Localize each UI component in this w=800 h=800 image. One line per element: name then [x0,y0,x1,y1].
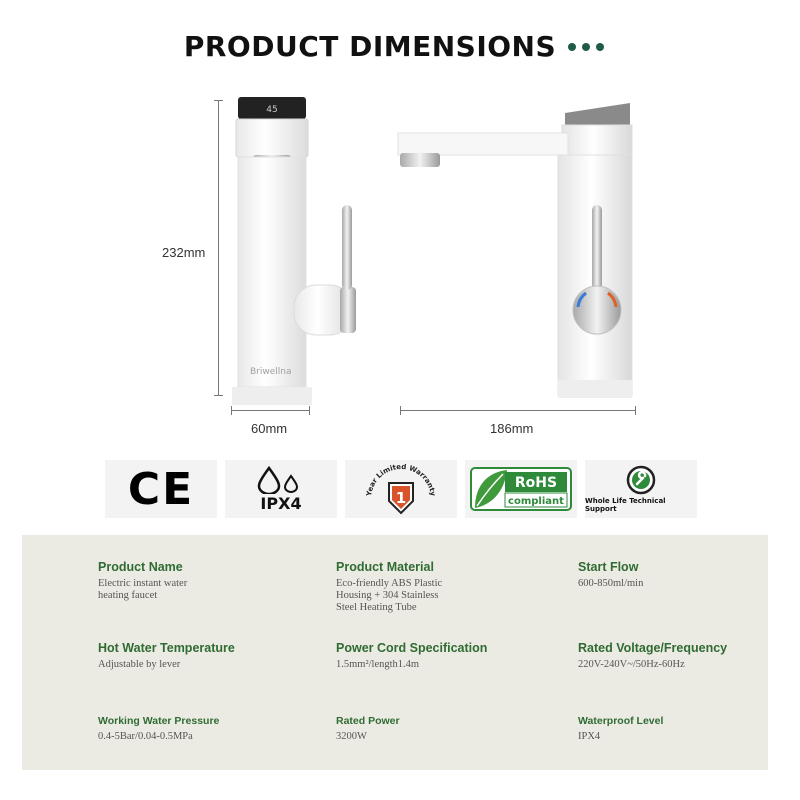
ipx4-label: IPX4 [260,493,302,513]
height-label: 232mm [162,245,206,260]
spec-rated-power: Rated Power 3200W [336,715,400,742]
spec-rated-voltage: Rated Voltage/Frequency 220V-240V~/50Hz-… [578,641,728,670]
display-readout: 45 [266,105,277,115]
spec-product-material: Product Material Eco-friendly ABS Plasti… [336,560,443,613]
front-width-label: 186mm [490,421,534,436]
spec-waterproof-level: Waterproof Level IPX4 [578,715,664,742]
support-badge: Whole Life Technical Support [585,460,697,518]
ce-badge: CE [105,460,217,518]
certification-row: CE IPX4 Year Limited Warranty 1 RoHS com… [105,460,697,518]
wrench-icon [626,465,656,495]
rohs-label: RoHS [515,475,557,491]
spec-power-cord: Power Cord Specification 1.5mm²/length1.… [336,641,488,670]
side-width-label: 60mm [251,421,288,436]
rohs-sub: compliant [508,496,564,507]
warranty-badge: Year Limited Warranty 1 [345,460,457,518]
spec-working-water-pressure: Working Water Pressure 0.4-5Bar/0.04-0.5… [98,715,220,742]
ipx4-badge: IPX4 [225,460,337,518]
ce-mark: CE [127,463,195,515]
support-label: Whole Life Technical Support [585,497,666,513]
decorative-dots [568,43,604,51]
height-dimension-line [218,100,219,395]
faucet-side-view: 45 Briwellna [232,97,356,405]
faucet-front-view [397,103,633,398]
water-drops-icon [257,465,299,494]
page-title: PRODUCT DIMENSIONS [183,30,557,63]
brand-logo-text: Briwellna [250,367,292,377]
rohs-badge: RoHS compliant [465,460,577,518]
spec-hot-water-temperature: Hot Water Temperature Adjustable by leve… [98,641,235,670]
warranty-number: 1 [396,489,406,507]
spec-start-flow: Start Flow 600-850ml/min [578,560,644,589]
spec-product-name: Product Name Electric instant water heat… [98,560,188,601]
spec-panel: Product Name Electric instant water heat… [22,535,768,770]
